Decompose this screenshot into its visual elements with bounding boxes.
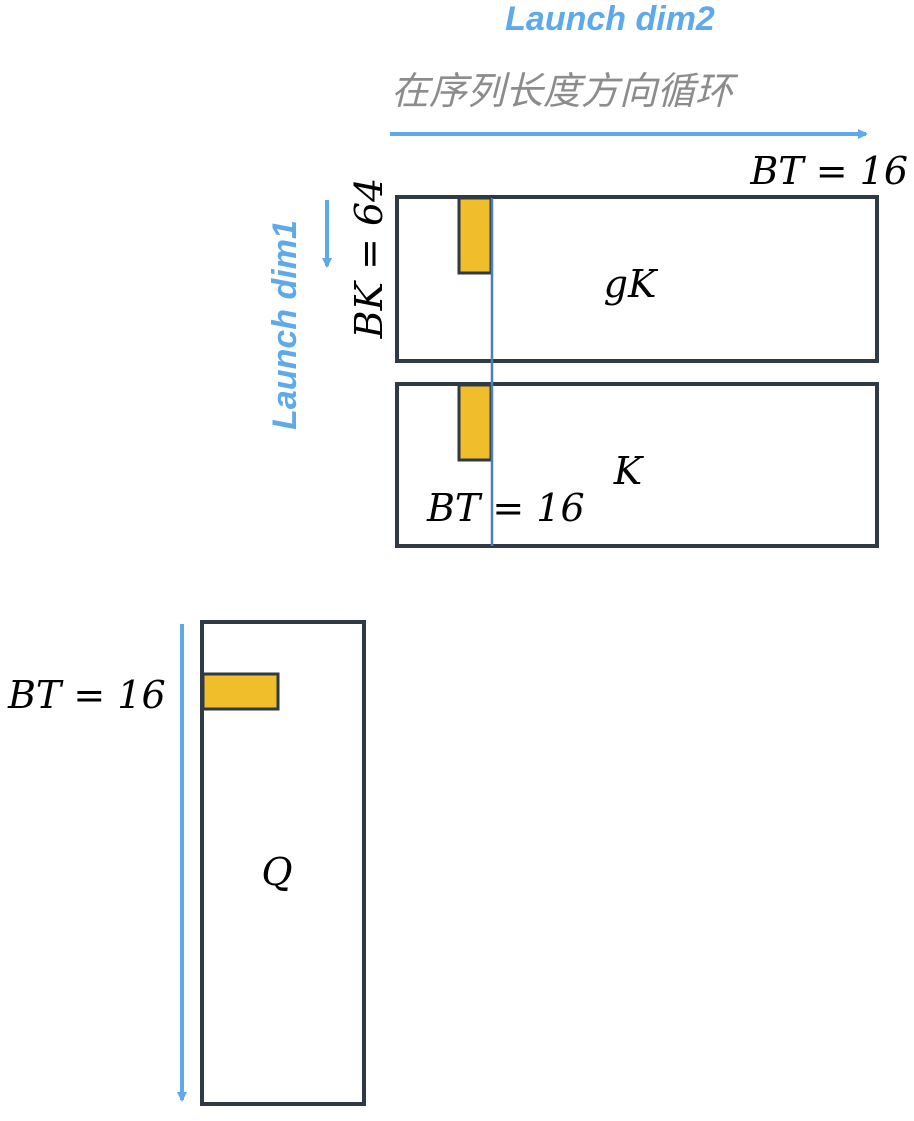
gk-matrix-label: gK (604, 262, 659, 306)
bk-label: BK = 64 (347, 178, 391, 340)
launch-dim1-label: Launch dim1 (266, 220, 304, 430)
bt-top-label: BT = 16 (749, 149, 908, 193)
gk-tile (457, 196, 493, 275)
q-matrix-label: Q (261, 850, 292, 894)
q-matrix (200, 620, 366, 1106)
k-matrix-label: K (613, 449, 645, 493)
bt-mid-label: BT = 16 (426, 486, 585, 530)
gk-matrix (395, 195, 879, 363)
k-tile (457, 383, 493, 462)
k-matrix (395, 382, 879, 548)
bt-left-label: BT = 16 (7, 673, 166, 717)
loop-direction-label: 在序列长度方向循环 (391, 69, 739, 113)
launch-dim2-label: Launch dim2 (505, 0, 715, 38)
q-tile (201, 672, 280, 711)
